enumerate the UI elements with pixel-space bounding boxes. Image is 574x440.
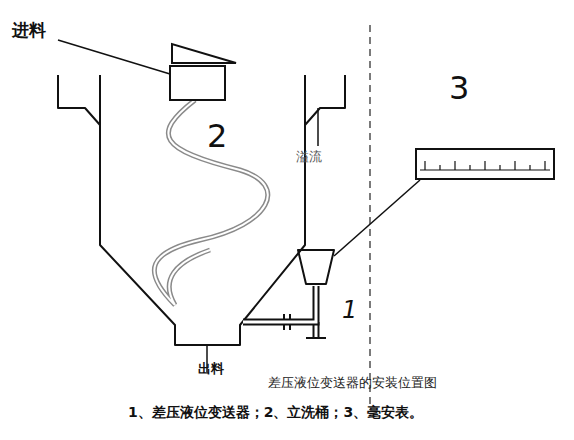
level-transmitter-shape <box>298 250 334 284</box>
transmitter-pipe-bore <box>315 322 318 338</box>
milliammeter-box: 3 <box>415 148 555 180</box>
feed-wedge-symbol <box>172 44 236 63</box>
level-transmitter-outline <box>298 248 334 286</box>
discharge-label: 出料 <box>198 362 224 375</box>
pipe-flange <box>284 314 326 338</box>
spiral-flow-outer <box>154 100 267 305</box>
overflow-label: 溢流 <box>296 150 322 163</box>
feed-box <box>170 66 225 100</box>
feed-label: 进料 <box>12 22 46 39</box>
wash-tank: 2 <box>55 62 347 322</box>
wash-tank-outline <box>55 62 347 322</box>
level-transmitter: 1 <box>298 248 334 286</box>
feed-leader-line <box>58 40 170 74</box>
transmitter-pipe <box>313 322 320 338</box>
callout-number: 3 <box>449 72 469 104</box>
parts-list-note: 1、差压液位变送器；2、立洗桶；3、毫安表。 <box>128 405 423 419</box>
wash-tank-shape <box>58 75 345 345</box>
spiral-flow-inner <box>154 100 267 305</box>
meter-scale <box>420 161 550 170</box>
figure-caption: 差压液位变送器的安装位置图 <box>268 376 437 389</box>
connecting-pipe <box>243 286 316 322</box>
signal-wire <box>334 180 420 256</box>
overflow-pipe <box>317 108 319 146</box>
pipe-bore <box>243 286 316 322</box>
dashed-boundary <box>369 25 370 410</box>
callout-number: 2 <box>207 120 227 152</box>
callout-number: 1 <box>342 298 357 322</box>
